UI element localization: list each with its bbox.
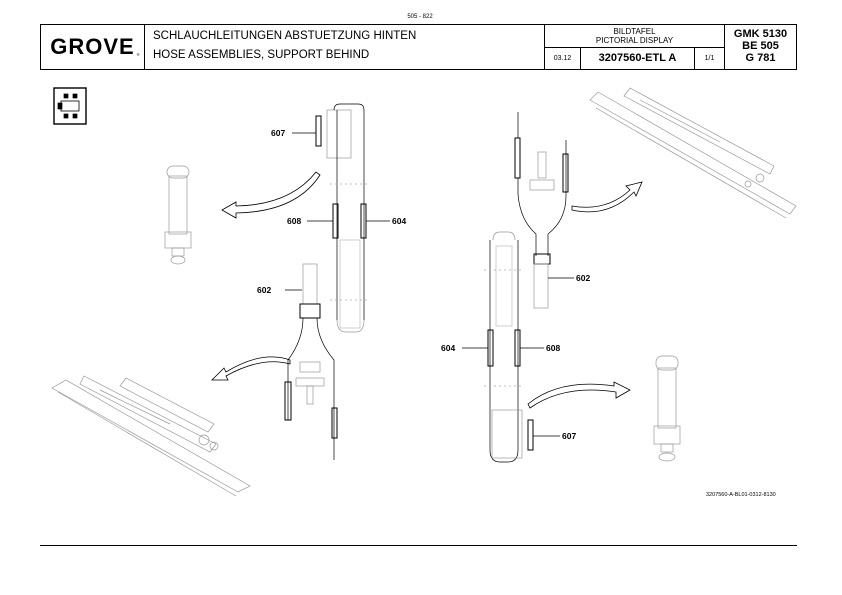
logo-text: GROVE — [50, 34, 135, 59]
callout-604-right: 604 — [441, 343, 455, 353]
grove-logo: GROVE® — [50, 34, 139, 60]
hose-assembly-right-upper — [514, 112, 574, 309]
model-cell: GMK 5130 BE 505 G 781 — [725, 25, 796, 69]
document-number: 3207560-ETL A — [581, 48, 695, 69]
callout-608-left: 608 — [287, 216, 301, 226]
arrow-icon — [211, 356, 291, 381]
footer-rule — [40, 545, 797, 546]
title-cell: SCHLAUCHLEITUNGEN ABSTUETZUNG HINTEN HOS… — [145, 25, 545, 69]
date: 03.12 — [545, 48, 581, 69]
outrigger-beam-left — [51, 375, 251, 497]
callout-608-right: 608 — [546, 343, 560, 353]
callout-602-left: 602 — [257, 285, 271, 295]
callout-607-right: 607 — [562, 431, 576, 441]
hose-assembly-right-lower — [462, 231, 560, 463]
hose-assembly-left-upper — [315, 103, 370, 333]
logo-cell: GROVE® — [41, 25, 145, 69]
model-line-2: BE 505 — [742, 40, 779, 52]
title-english: HOSE ASSEMBLIES, SUPPORT BEHIND — [153, 49, 370, 61]
drawing-reference: 3207560-A-BL01-0312-8130 — [706, 492, 776, 498]
hose-assembly-left-lower — [284, 263, 338, 460]
callout-602-right: 602 — [576, 273, 590, 283]
callout-607-left: 607 — [271, 128, 285, 138]
pictorial-german: BILDTAFEL — [613, 27, 656, 36]
logo-registered-mark: ® — [136, 52, 141, 57]
title-block: GROVE® SCHLAUCHLEITUNGEN ABSTUETZUNG HIN… — [40, 24, 797, 70]
page-number: 505 - 822 — [407, 14, 433, 20]
arrow-icon — [571, 181, 643, 213]
model-line-3: G 781 — [745, 52, 776, 64]
outrigger-beam-right — [589, 87, 797, 219]
model-line-1: GMK 5130 — [733, 28, 788, 40]
arrow-icon — [527, 381, 631, 409]
pictorial-english: PICTORIAL DISPLAY — [595, 35, 674, 45]
arrow-icon — [221, 171, 321, 219]
callout-604-left: 604 — [392, 216, 406, 226]
pictorial-display-cell: BILDTAFEL PICTORIAL DISPLAY — [545, 25, 725, 48]
crane-outrigger-position-icon — [53, 87, 87, 125]
sheet-number: 1/1 — [695, 48, 725, 69]
title-german: SCHLAUCHLEITUNGEN ABSTUETZUNG HINTEN — [153, 30, 417, 42]
support-cylinder-left — [164, 165, 192, 265]
support-cylinder-right — [653, 355, 681, 462]
